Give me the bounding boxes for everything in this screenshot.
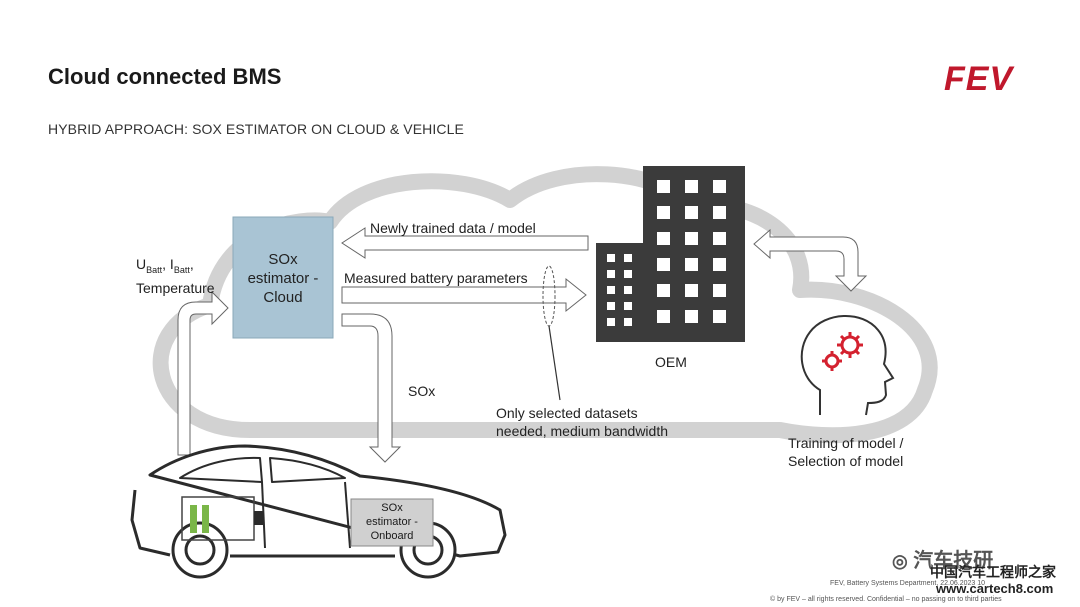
cloud-estimator-line-2: estimator -	[247, 270, 319, 287]
head-gears-icon	[800, 315, 895, 416]
car-icon	[130, 444, 507, 579]
oem-building-icon	[596, 166, 745, 342]
oem-training-arrow	[753, 228, 868, 292]
page-title: Cloud connected BMS	[48, 64, 282, 89]
sox-arrow	[341, 313, 402, 463]
battery-cell-1	[190, 505, 197, 533]
footer-line-2: © by FEV – all rights reserved. Confiden…	[770, 596, 1002, 603]
onboard-line-2: estimator -	[366, 516, 418, 528]
inputs-line-1: UBatt, IBatt, Temperature	[136, 256, 215, 296]
cloud-estimator-box	[232, 216, 334, 339]
input-arrow	[177, 290, 229, 456]
onboard-line-3: Onboard	[370, 530, 414, 542]
watermark-url: www.cartech8.com	[936, 581, 1054, 596]
battery-connector	[254, 511, 264, 525]
battery-cell-2	[202, 505, 209, 533]
onboard-estimator-box	[350, 498, 434, 547]
newly-trained-arrow	[341, 227, 589, 259]
watermark-site-cn: 中国汽车工程师之家	[930, 564, 1056, 580]
footer-line-1: FEV, Battery Systems Department, 22.06.2…	[830, 580, 985, 587]
sox-label: SOx	[408, 383, 436, 399]
training-label: Training of model / Selection of model	[788, 434, 903, 470]
training-line-2: Selection of model	[788, 453, 904, 469]
wechat-icon: ◎	[892, 551, 908, 571]
training-line-1: Training of model /	[788, 435, 904, 451]
cloud-estimator-line-3: Cloud	[263, 289, 303, 306]
oem-label: OEM	[655, 354, 687, 370]
measured-params-label: Measured battery parameters	[344, 270, 528, 286]
measured-params-arrow	[341, 277, 587, 313]
pointer-line	[548, 325, 561, 401]
cloud-estimator-label: SOx estimator - Cloud	[233, 250, 333, 307]
watermark-cn: ◎ 汽车技研	[892, 550, 994, 572]
onboard-estimator-label: SOx estimator - Onboard	[351, 501, 433, 543]
datasets-note-line-2: needed, medium bandwidth	[496, 423, 669, 439]
page-subtitle: HYBRID APPROACH: SOX ESTIMATOR ON CLOUD …	[48, 121, 464, 137]
cloud-estimator-line-1: SOx	[268, 251, 298, 268]
datasets-note: Only selected datasets needed, medium ba…	[496, 404, 668, 440]
newly-trained-label: Newly trained data / model	[370, 220, 536, 236]
datasets-note-line-1: Only selected datasets	[496, 405, 638, 421]
onboard-line-1: SOx	[381, 502, 403, 514]
fev-logo: FEV	[944, 60, 1014, 98]
inputs-label: UBatt, IBatt, Temperature	[136, 255, 236, 297]
